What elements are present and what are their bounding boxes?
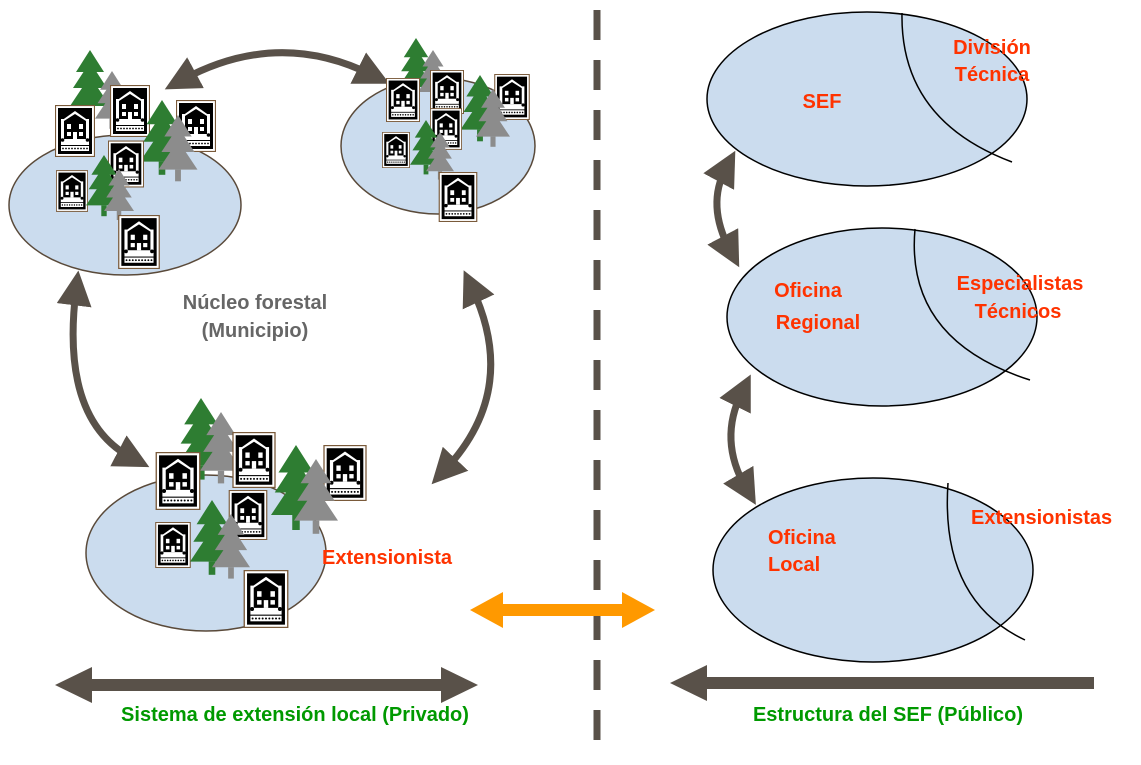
local-label-1: Oficina [768, 527, 837, 549]
nucleo-subtitle: (Municipio) [202, 320, 309, 342]
especialistas-label-1: Especialistas [957, 273, 1084, 295]
arrow-sef-regional [703, 150, 740, 268]
division-label-1: División [953, 37, 1031, 59]
local-divider [946, 482, 1026, 641]
house-icon [118, 215, 160, 269]
house-icon [438, 172, 478, 222]
arrow-left-curve [56, 270, 150, 468]
double-arrow-icon-left [55, 667, 478, 703]
arrow-regional-local [719, 374, 756, 505]
house-icon [430, 70, 464, 114]
house-icon [386, 78, 420, 122]
house-icon [232, 432, 276, 488]
especialistas-label-2: Técnicos [975, 301, 1062, 323]
house-icon [155, 522, 191, 568]
nucleo-title: Núcleo forestal [183, 292, 327, 314]
house-icon [110, 85, 150, 137]
arrow-top-curve [164, 49, 390, 90]
sef-ellipse [706, 11, 1028, 187]
sef-label: SEF [803, 91, 842, 113]
sef-group: SEF División Técnica [706, 11, 1031, 187]
sef-divider [901, 12, 1013, 163]
extensionistas-label: Extensionistas [971, 507, 1112, 529]
local-label-2: Local [768, 554, 820, 576]
regional-label-1: Oficina [774, 280, 843, 302]
local-ellipse [712, 477, 1034, 663]
regional-label-2: Regional [776, 312, 860, 334]
single-arrow-icon-right [670, 665, 1094, 701]
division-label-2: Técnica [955, 64, 1030, 86]
regional-divider [913, 228, 1031, 381]
local-group: Oficina Local Extensionistas [712, 477, 1112, 663]
house-icon [56, 170, 88, 212]
house-icon [243, 570, 289, 628]
regional-group: Oficina Regional Especialistas Técnicos [726, 227, 1084, 407]
footer-right: Estructura del SEF (Público) [753, 704, 1023, 726]
house-icon [323, 445, 367, 501]
extensionista-label: Extensionista [322, 547, 453, 569]
house-icon [382, 132, 410, 168]
double-arrow-icon-center [470, 592, 655, 628]
house-icon [155, 452, 201, 510]
house-icon [55, 105, 95, 157]
footer-left: Sistema de extensión local (Privado) [121, 704, 469, 726]
arrow-right-curve [431, 270, 495, 485]
regional-ellipse [726, 227, 1038, 407]
